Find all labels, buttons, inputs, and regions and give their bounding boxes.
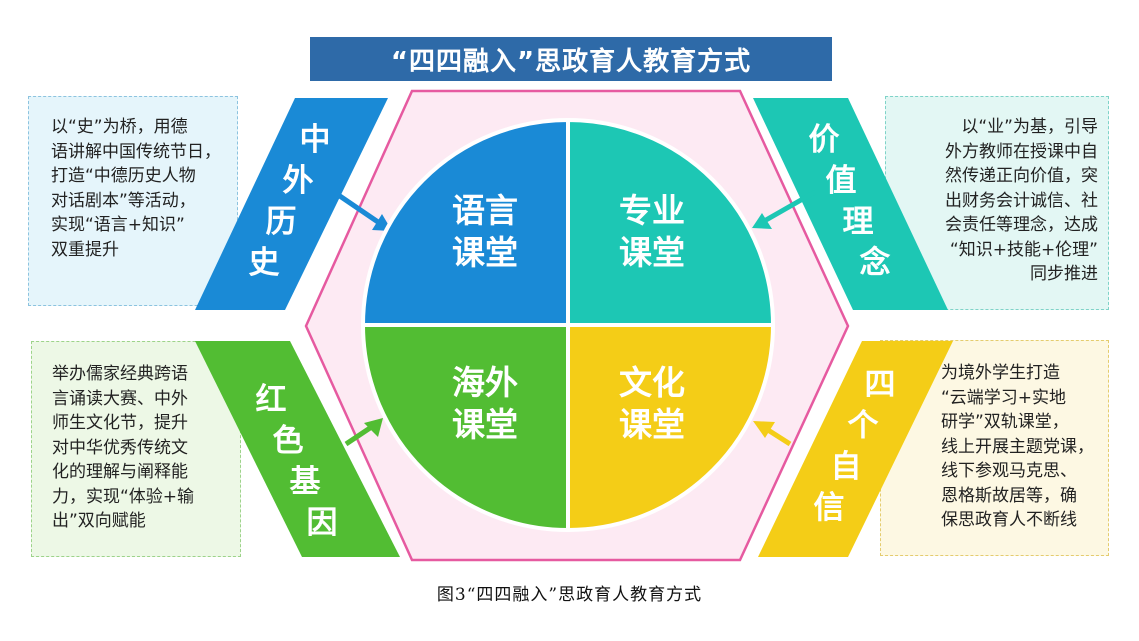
box-values-text: 以“业”为基，引导 外方教师在授课中自 然传递正向价值，突 出财务会计诚信、社 … xyxy=(945,117,1098,284)
quadrant-language xyxy=(360,117,570,327)
box-red-gene: 举办儒家经典跨语 言诵读大赛、中外 师生文化节，提升 对中华优秀传统文 化的理解… xyxy=(31,341,241,557)
quadrant-major xyxy=(566,117,776,327)
quadrant-culture xyxy=(566,323,776,533)
banner-char: 红 xyxy=(256,382,287,418)
banner-char: 自 xyxy=(831,449,862,485)
arrow-values xyxy=(752,189,817,229)
banner-char: 价 xyxy=(809,122,840,158)
banner-history xyxy=(195,98,388,310)
banner-char: 理 xyxy=(843,204,874,240)
quadrant-language-label: 语言课堂 xyxy=(452,191,518,272)
arrow-red-gene xyxy=(344,418,383,447)
banner-four-confidences xyxy=(758,341,953,557)
banner-char: 史 xyxy=(249,245,280,281)
banner-char: 个 xyxy=(848,408,879,444)
banner-char: 基 xyxy=(290,464,321,500)
banner-char: 念 xyxy=(860,245,891,281)
banner-char: 外 xyxy=(283,163,314,199)
quadrant-culture-label: 文化课堂 xyxy=(619,363,685,444)
banner-char: 信 xyxy=(814,490,845,526)
quadrant-overseas-label: 海外课堂 xyxy=(452,363,518,444)
box-four-confidences-text: 为境外学生打造 “云端学习+实地 研学”双轨课堂， 线上开展主题党课， 线下参观… xyxy=(941,363,1094,530)
quadrant-overseas xyxy=(360,323,570,533)
banner-char: 四 xyxy=(865,367,896,403)
box-history-text: 以“史”为桥，用德 语讲解中国传统节日， 打造“中德历史人物 对话剧本”等活动，… xyxy=(51,117,221,260)
banner-char: 因 xyxy=(307,505,338,541)
banner-values xyxy=(753,98,948,310)
box-history: 以“史”为桥，用德 语讲解中国传统节日， 打造“中德历史人物 对话剧本”等活动，… xyxy=(28,96,238,306)
arrow-four-confidences xyxy=(753,421,792,447)
banner-red-gene xyxy=(195,341,400,557)
banner-char: 色 xyxy=(273,423,304,459)
box-red-gene-text: 举办儒家经典跨语 言诵读大赛、中外 师生文化节，提升 对中华优秀传统文 化的理解… xyxy=(52,364,195,531)
banner-char: 值 xyxy=(826,163,857,199)
figure-caption: 图3“四四融入”思政育人教育方式 xyxy=(436,585,703,605)
banner-char: 历 xyxy=(266,204,297,240)
banner-char: 中 xyxy=(300,122,331,158)
quadrant-major-label: 专业课堂 xyxy=(619,191,685,272)
diagram-title: “四四融入”思政育人教育方式 xyxy=(310,37,832,81)
